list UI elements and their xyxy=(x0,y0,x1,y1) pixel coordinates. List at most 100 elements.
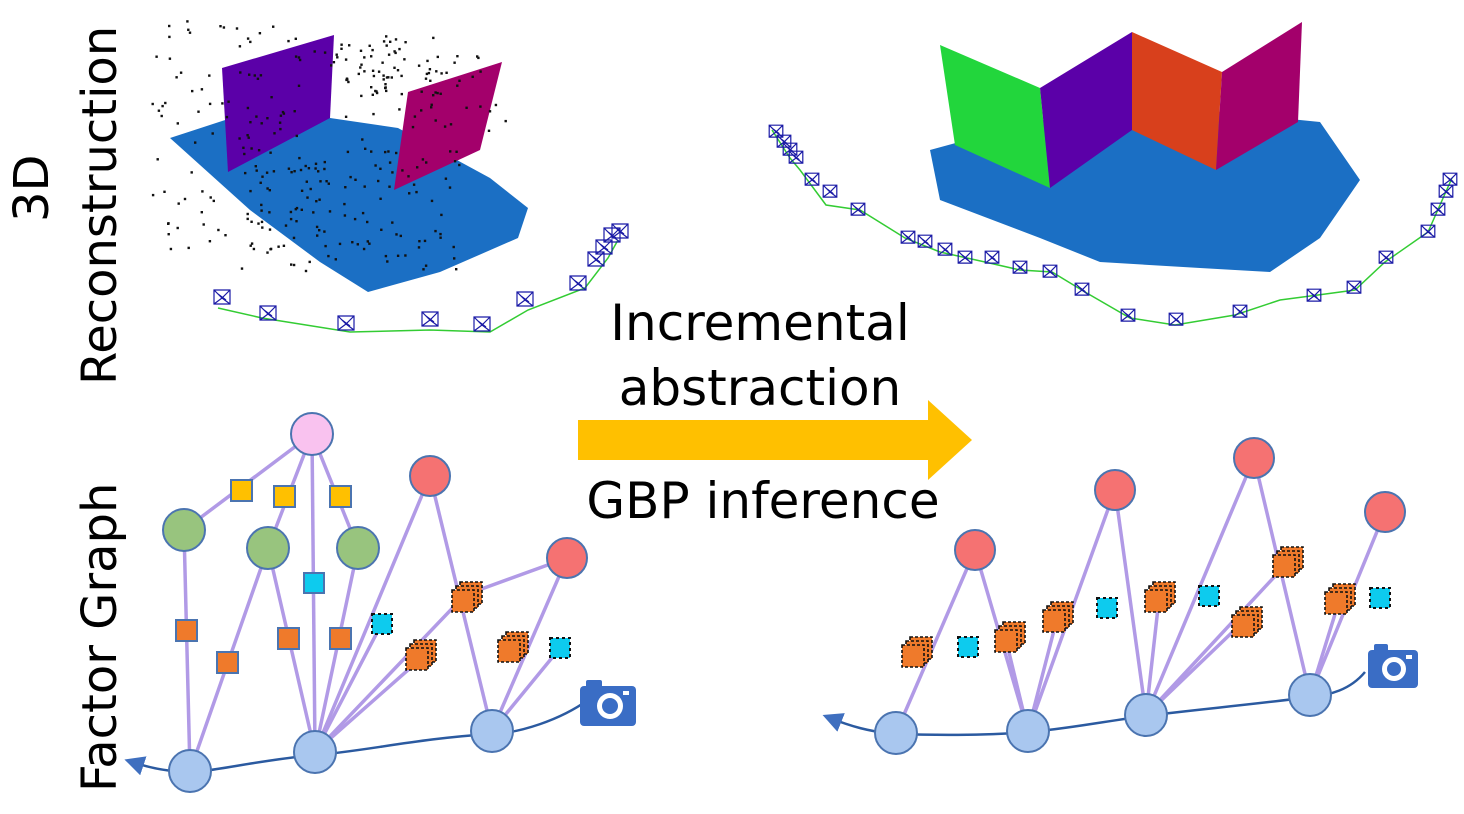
point xyxy=(151,102,154,106)
point xyxy=(270,96,273,99)
point xyxy=(386,260,389,263)
point xyxy=(268,228,272,231)
point xyxy=(255,115,258,118)
point xyxy=(246,106,250,110)
camera-frustum xyxy=(611,223,629,239)
point xyxy=(413,115,417,118)
factor-yellow xyxy=(329,485,352,508)
camera-frustum xyxy=(984,250,1000,264)
camera-frustum xyxy=(822,184,838,198)
point xyxy=(328,210,332,213)
camera-frustum xyxy=(1074,282,1090,296)
point xyxy=(238,45,242,48)
point xyxy=(299,168,303,172)
point xyxy=(281,110,285,114)
point xyxy=(476,55,479,58)
plane-node xyxy=(162,508,206,552)
pose-node xyxy=(1006,709,1050,753)
reconstruction-label-line1: 3D xyxy=(4,155,60,223)
camera-frustum xyxy=(850,202,866,216)
point xyxy=(443,125,447,128)
camera-frustum xyxy=(569,275,587,291)
point xyxy=(363,70,366,73)
camera-frustum xyxy=(473,316,491,332)
point xyxy=(160,114,163,118)
factor-cyan-dashed xyxy=(957,636,979,658)
point xyxy=(244,171,247,175)
point xyxy=(356,243,359,246)
factor-cyan-dashed xyxy=(549,637,571,659)
point xyxy=(385,89,388,93)
point xyxy=(382,78,385,81)
point xyxy=(314,162,318,165)
point xyxy=(293,110,296,113)
point xyxy=(335,53,338,56)
point xyxy=(269,151,272,154)
point xyxy=(471,75,474,78)
factor-orange xyxy=(329,627,352,650)
point xyxy=(343,214,347,217)
point xyxy=(430,199,434,203)
camera-frustums xyxy=(768,124,1458,326)
point xyxy=(387,76,390,79)
point xyxy=(400,92,403,96)
point xyxy=(416,166,419,169)
point xyxy=(444,177,448,180)
camera-frustum xyxy=(1306,288,1322,302)
reconstruction-label-line2: Reconstruction xyxy=(72,26,128,385)
point xyxy=(279,114,283,117)
point xyxy=(260,209,263,212)
point xyxy=(370,55,373,58)
point xyxy=(212,199,215,203)
point xyxy=(297,56,301,59)
point xyxy=(360,94,363,98)
point xyxy=(304,164,307,168)
point xyxy=(338,242,342,246)
point xyxy=(494,103,498,107)
point xyxy=(456,84,459,87)
point xyxy=(268,211,271,214)
landmark-node xyxy=(1094,469,1136,511)
point xyxy=(374,164,377,167)
point xyxy=(388,161,392,164)
point xyxy=(372,112,375,116)
point xyxy=(318,198,321,201)
point xyxy=(440,72,443,75)
point xyxy=(316,234,319,237)
point xyxy=(208,102,212,106)
point xyxy=(340,43,343,46)
point xyxy=(250,220,253,223)
point xyxy=(357,72,360,76)
point xyxy=(428,68,432,71)
point xyxy=(268,189,271,192)
camera-frustum xyxy=(782,142,798,156)
point xyxy=(253,74,256,77)
point xyxy=(455,150,458,153)
factor-cyan-dashed xyxy=(371,613,393,635)
point xyxy=(318,229,321,232)
sparse-reconstruction xyxy=(151,20,629,333)
plane-node xyxy=(246,526,290,570)
point xyxy=(265,171,269,174)
point xyxy=(393,50,396,53)
point xyxy=(434,91,437,94)
factor-stack xyxy=(1042,601,1074,633)
point xyxy=(420,90,423,93)
point xyxy=(336,56,339,59)
point xyxy=(361,211,365,215)
point xyxy=(167,222,170,225)
pose-node xyxy=(293,730,337,774)
point xyxy=(183,197,187,201)
camera-frustum xyxy=(1346,280,1362,294)
point xyxy=(157,109,161,112)
point xyxy=(259,181,262,184)
point xyxy=(427,71,431,75)
point xyxy=(273,132,276,135)
camera-frustum xyxy=(595,239,613,255)
point xyxy=(249,189,252,193)
point xyxy=(407,175,410,178)
point xyxy=(247,136,250,139)
wall-plane-magenta xyxy=(394,62,502,190)
point xyxy=(298,58,302,62)
